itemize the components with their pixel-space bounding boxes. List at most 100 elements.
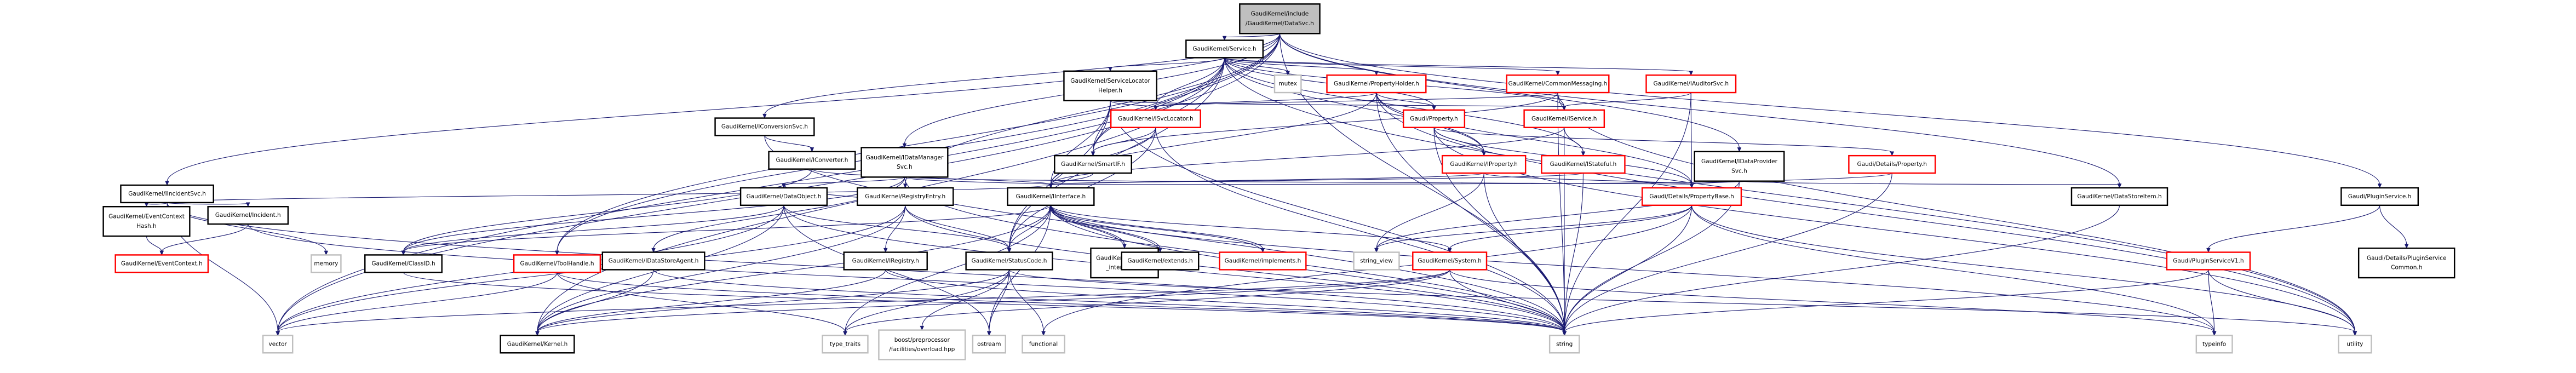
arrowhead-icon	[1222, 36, 1227, 41]
node-extends[interactable]: GaudiKernel/extends.h	[1121, 251, 1200, 271]
arrowhead-icon	[810, 147, 814, 152]
node-functional: functional	[1022, 335, 1065, 354]
node-box	[856, 187, 954, 206]
node-iinterface[interactable]: GaudiKernel/IInterface.h	[1007, 187, 1095, 206]
node-box	[1239, 3, 1321, 35]
edge-line	[1483, 173, 1693, 185]
edge-line	[556, 272, 846, 332]
node-datastoreitem[interactable]: GaudiKernel/DataStoreItem.h	[2070, 187, 2168, 206]
node-label: GaudiKernel/IConversionSvc.h	[721, 123, 808, 130]
node-datasvc[interactable]: GaudiKernel/include/GaudiKernel/DataSvc.…	[1239, 3, 1321, 35]
node-iauditorsvc[interactable]: GaudiKernel/IAuditorSvc.h	[1645, 74, 1737, 94]
node-propertyholder[interactable]: GaudiKernel/PropertyHolder.h	[1326, 74, 1427, 94]
node-box	[1541, 154, 1626, 174]
edge-registryentry-to-iregistry	[883, 205, 906, 253]
edge-line	[905, 205, 1010, 249]
edge-line	[921, 269, 1010, 327]
edge-line	[845, 205, 1051, 332]
edge-idatastoreagent-to-string	[653, 269, 1567, 336]
node-classid[interactable]: GaudiKernel/ClassID.h	[364, 254, 443, 273]
edge-line	[1564, 181, 1740, 332]
edge-iinterface-to-kernel	[535, 205, 1051, 336]
node-box	[965, 251, 1053, 271]
node-implements[interactable]: GaudiKernel/implements.h	[1219, 251, 1307, 271]
node-pluginservice[interactable]: Gaudi/PluginService.h	[2340, 187, 2419, 206]
node-box	[2357, 247, 2455, 279]
node-iincidentsvc[interactable]: GaudiKernel/IIncidentSvc.h	[120, 184, 214, 204]
edge-line	[1376, 205, 1693, 249]
node-box	[1273, 74, 1302, 94]
node-propertybase[interactable]: Gaudi/Details/PropertyBase.h	[1641, 187, 1742, 206]
node-label: GaudiKernel/SmartIF.h	[1061, 161, 1125, 168]
edge-line	[1155, 58, 1225, 107]
node-gaudiproperty[interactable]: Gaudi/Property.h	[1402, 109, 1466, 128]
edge-line	[1008, 269, 2355, 332]
node-box	[1412, 251, 1488, 271]
edge-line	[1557, 93, 1565, 332]
node-memory: memory	[311, 254, 342, 273]
node-incident[interactable]: GaudiKernel/Incident.h	[207, 206, 289, 225]
arrowhead-icon	[1689, 183, 1694, 188]
edge-propertyholder-to-utility	[1376, 93, 2357, 336]
node-box	[843, 251, 928, 271]
node-label: GaudiKernel/RegistryEntry.h	[865, 193, 945, 200]
node-toolhandle[interactable]: GaudiKernel/ToolHandle.h	[513, 254, 601, 273]
node-label: Gaudi/PluginService.h	[2348, 193, 2411, 200]
edge-gaudiproperty-to-detailsproperty	[1433, 127, 1894, 157]
edge-iinterface-to-statuscode	[1007, 205, 1051, 253]
node-statuscode[interactable]: GaudiKernel/StatusCode.h	[965, 251, 1053, 271]
edge-extends-to-iinterface	[1048, 204, 1161, 253]
arrowhead-icon	[782, 183, 786, 188]
node-iservice[interactable]: GaudiKernel/IService.h	[1523, 109, 1605, 128]
arrowhead-icon	[1562, 106, 1567, 111]
edge-system-to-typeinfo	[1449, 269, 2217, 336]
edge-line	[1564, 92, 1691, 107]
node-service[interactable]: GaudiKernel/Service.h	[1185, 39, 1264, 59]
node-istateful[interactable]: GaudiKernel/IStateful.h	[1541, 154, 1626, 174]
edge-line	[845, 269, 1010, 332]
node-iconverter[interactable]: GaudiKernel/IConverter.h	[768, 151, 856, 170]
node-box	[822, 335, 869, 354]
node-registryentry[interactable]: GaudiKernel/RegistryEntry.h	[856, 187, 954, 206]
edge-service-to-iproperty	[1224, 58, 1486, 157]
node-pluginservicev1[interactable]: Gaudi/PluginServiceV1.h	[2166, 251, 2251, 271]
node-box	[120, 184, 214, 204]
arrowhead-icon	[1890, 151, 1894, 157]
node-system[interactable]: GaudiKernel/System.h	[1412, 251, 1488, 271]
edge-line	[1050, 208, 1161, 253]
node-dataobject[interactable]: GaudiKernel/DataObject.h	[739, 187, 828, 206]
edge-iconversionsvc-to-iconverter	[764, 135, 814, 152]
node-mutex: mutex	[1273, 74, 1302, 94]
node-label: GaudiKernel/IDataProvider	[1701, 158, 1778, 165]
node-label: /facilities/overload.hpp	[889, 346, 955, 353]
node-label: GaudiKernel/ToolHandle.h	[520, 260, 594, 267]
node-isvclocator[interactable]: GaudiKernel/ISvcLocator.h	[1110, 109, 1201, 128]
node-iproperty[interactable]: GaudiKernel/IProperty.h	[1441, 154, 1527, 174]
edge-line	[1564, 269, 2209, 332]
edge-line	[537, 269, 654, 332]
node-label: GaudiKernel/IConverter.h	[776, 157, 848, 164]
node-iregistry[interactable]: GaudiKernel/IRegistry.h	[843, 251, 928, 271]
node-label: Gaudi/PluginServiceV1.h	[2173, 257, 2244, 264]
node-label: ostream	[977, 341, 1001, 347]
edge-commonmessaging-to-utility	[1557, 93, 2357, 336]
node-commonmessaging[interactable]: GaudiKernel/CommonMessaging.h	[1506, 74, 1610, 94]
edge-line	[1050, 100, 1111, 185]
arrowhead-icon	[159, 250, 164, 256]
node-detailsproperty[interactable]: Gaudi/Details/Property.h	[1848, 154, 1936, 174]
node-idatastoreagent[interactable]: GaudiKernel/IDataStoreAgent.h	[601, 251, 705, 271]
node-eventcontext[interactable]: GaudiKernel/EventContext.h	[114, 254, 209, 273]
edge-line	[161, 223, 249, 252]
node-kernel[interactable]: GaudiKernel/Kernel.h	[500, 335, 575, 354]
node-box	[1007, 187, 1095, 206]
arrowhead-icon	[1108, 67, 1112, 72]
node-label: GaudiKernel/ISvcLocator.h	[1118, 116, 1193, 122]
node-smartif[interactable]: GaudiKernel/SmartIF.h	[1054, 154, 1132, 174]
edge-system-to-type_traits	[843, 269, 1450, 336]
node-iconversionsvc[interactable]: GaudiKernel/IConversionSvc.h	[714, 117, 815, 136]
